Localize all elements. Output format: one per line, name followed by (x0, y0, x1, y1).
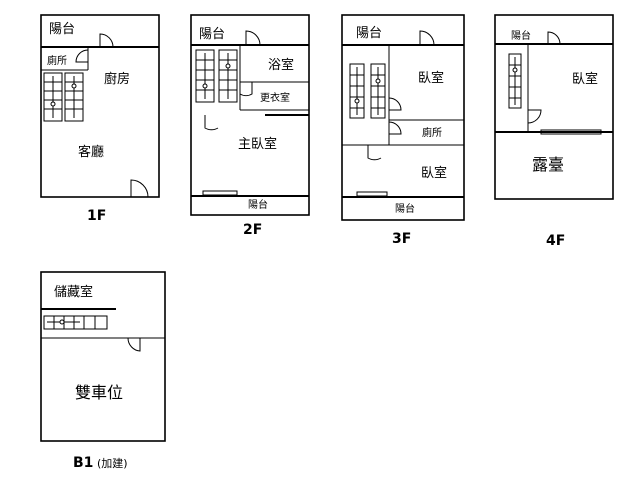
plan-b1: 儲藏室 雙車位 B1 (加建) (40, 271, 166, 471)
window-3f (356, 191, 388, 197)
door-3f-balcony (419, 30, 435, 46)
door-2f-bath (239, 82, 253, 97)
plan-3f: 陽台 臥室 廁所 臥室 陽台 3F (341, 14, 465, 247)
outer-wall-b1 (40, 271, 166, 442)
room-b1-storage: 儲藏室 (54, 284, 93, 300)
door-1f-toilet (75, 49, 89, 63)
room-2f-dressing: 更衣室 (260, 91, 290, 104)
floor-label-4f: 4F (546, 233, 565, 249)
room-3f-toilet: 廁所 (422, 126, 442, 139)
outer-wall-3f (341, 14, 465, 221)
door-4f-bedroom (527, 109, 542, 124)
stairs-b1 (43, 315, 108, 330)
room-3f-balcony-top: 陽台 (356, 26, 382, 41)
door-3f-toilet (388, 121, 402, 135)
room-2f-balcony-top: 陽台 (199, 27, 225, 42)
door-2f-master (204, 115, 219, 131)
stairs-2f (195, 49, 238, 103)
window-2f (202, 190, 238, 196)
room-4f-terrace: 露臺 (532, 155, 564, 174)
plan-4f: 陽台 臥室 露臺 4F (494, 14, 614, 249)
room-4f-bedroom: 臥室 (572, 71, 598, 87)
floor-note-b1: (加建) (97, 456, 128, 470)
room-1f-living: 客廳 (78, 144, 104, 160)
room-b1-garage: 雙車位 (75, 383, 123, 402)
floor-label-b1: B1 (73, 455, 93, 471)
floor-label-2f: 2F (243, 222, 262, 238)
door-b1-garage (127, 337, 141, 352)
door-3f-bedroom-b (367, 145, 382, 161)
stairs-1f (43, 72, 84, 122)
room-2f-bath: 浴室 (268, 57, 294, 73)
room-3f-bedroom-b: 臥室 (421, 165, 447, 181)
floor-label-3f: 3F (392, 231, 411, 247)
door-1f-balcony (99, 33, 114, 48)
outer-wall-4f (494, 14, 614, 200)
stairs-3f (349, 63, 386, 119)
room-4f-balcony: 陽台 (511, 29, 531, 42)
window-4f (540, 129, 602, 135)
room-2f-balcony-bottom: 陽台 (248, 198, 268, 211)
plan-2f: 陽台 浴室 更衣室 主臥室 陽台 2F (190, 14, 310, 238)
room-3f-balcony-bottom: 陽台 (395, 202, 415, 215)
room-1f-balcony: 陽台 (49, 22, 75, 37)
room-3f-bedroom-a: 臥室 (418, 70, 444, 86)
room-1f-kitchen: 廚房 (104, 71, 130, 87)
room-2f-master: 主臥室 (238, 136, 277, 152)
room-1f-toilet: 廁所 (47, 54, 67, 67)
door-4f-balcony (547, 31, 561, 45)
stairs-4f (508, 53, 522, 109)
door-3f-bedroom-a (388, 97, 402, 111)
door-1f-entry (130, 179, 149, 198)
plan-1f: 陽台 廁所 廚房 客廳 1F (40, 14, 160, 224)
door-2f-balcony (245, 30, 261, 46)
floor-label-1f: 1F (87, 208, 106, 224)
outer-wall-1f (40, 14, 160, 198)
